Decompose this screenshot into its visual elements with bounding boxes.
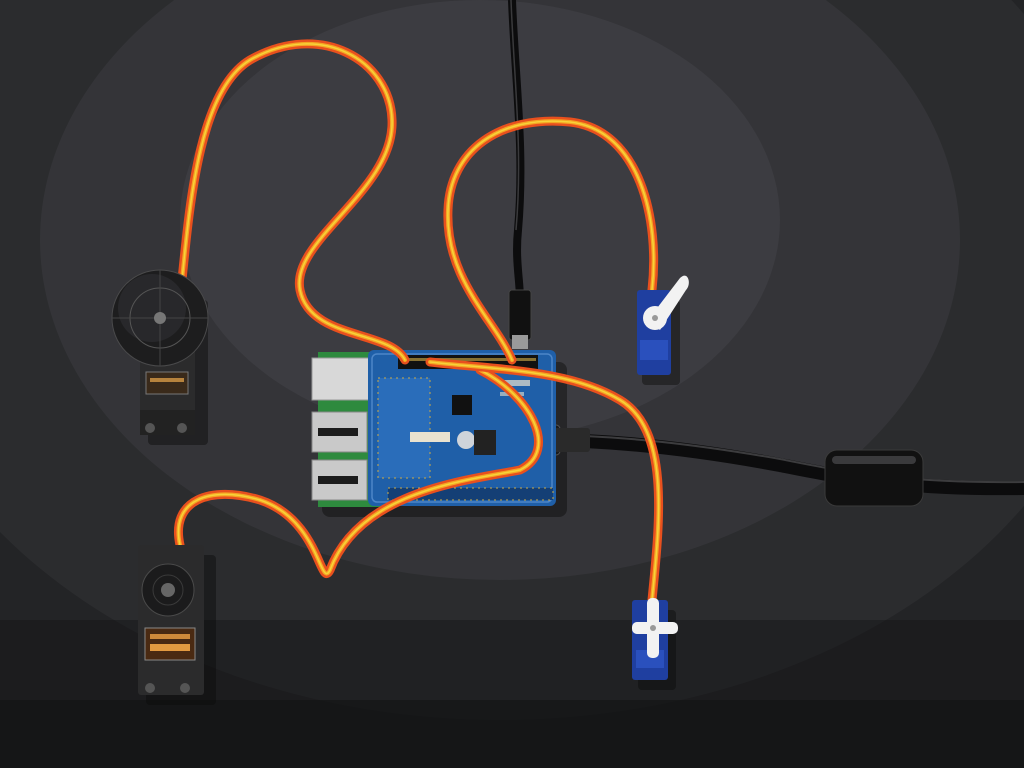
wire-top-right-servo: [443, 116, 659, 365]
micro-servo-top: [637, 275, 689, 375]
wire-bottom-left-servo: [174, 365, 543, 578]
wire-top-left-servo: [177, 39, 410, 365]
power-cable: [519, 424, 1024, 507]
ethernet-port: [311, 357, 371, 401]
wire-bottom-right-servo: [425, 357, 664, 605]
standard-servo-bottom: [138, 545, 204, 695]
servo-wires: [174, 39, 664, 605]
standard-servo-top: [111, 269, 209, 435]
micro-servo-bottom: [632, 598, 678, 680]
usb-cable: [508, 0, 532, 349]
